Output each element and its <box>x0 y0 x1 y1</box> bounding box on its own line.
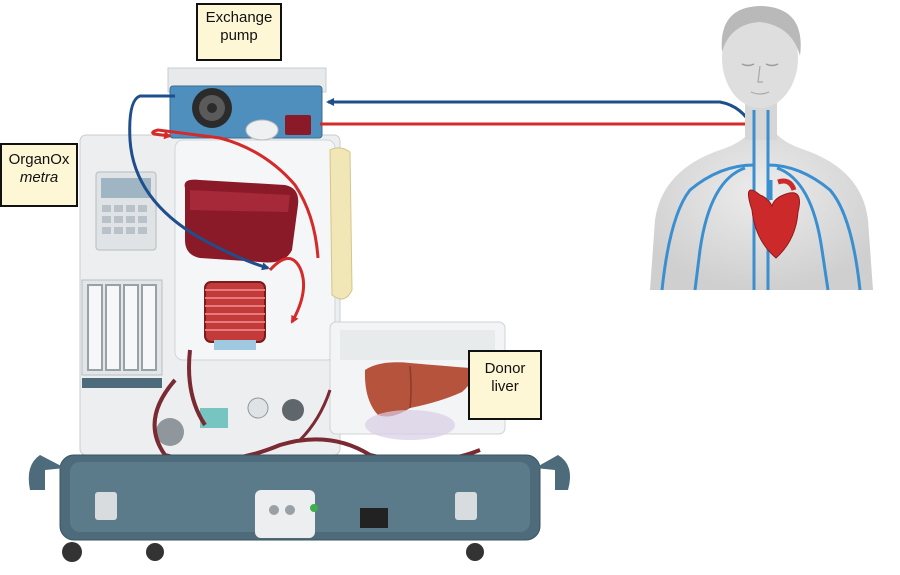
device-label-line1: OrganOx <box>8 151 70 168</box>
patient-icon <box>650 6 873 291</box>
device-label-line2: metra <box>19 169 59 186</box>
perfusion-device-icon <box>28 134 571 562</box>
venous-flow-line <box>326 98 762 151</box>
donor-liver-label-line2: liver <box>491 378 519 395</box>
arterial-flow-line-device <box>151 128 320 259</box>
donor-liver-label: Donor liver <box>468 350 542 420</box>
arterial-flow-loop <box>268 257 306 324</box>
donor-liver-label-line1: Donor <box>484 360 526 377</box>
heart-icon <box>747 178 800 259</box>
exchange-pump-label-line1: Exchange <box>205 9 273 26</box>
venous-flow-line-device <box>128 94 270 271</box>
exchange-pump-icon <box>167 67 327 141</box>
exchange-pump-label: Exchange pump <box>196 3 282 61</box>
exchange-pump-label-line2: pump <box>220 27 258 44</box>
donor-liver-icon <box>364 362 473 440</box>
device-label: OrganOx metra <box>0 143 78 207</box>
